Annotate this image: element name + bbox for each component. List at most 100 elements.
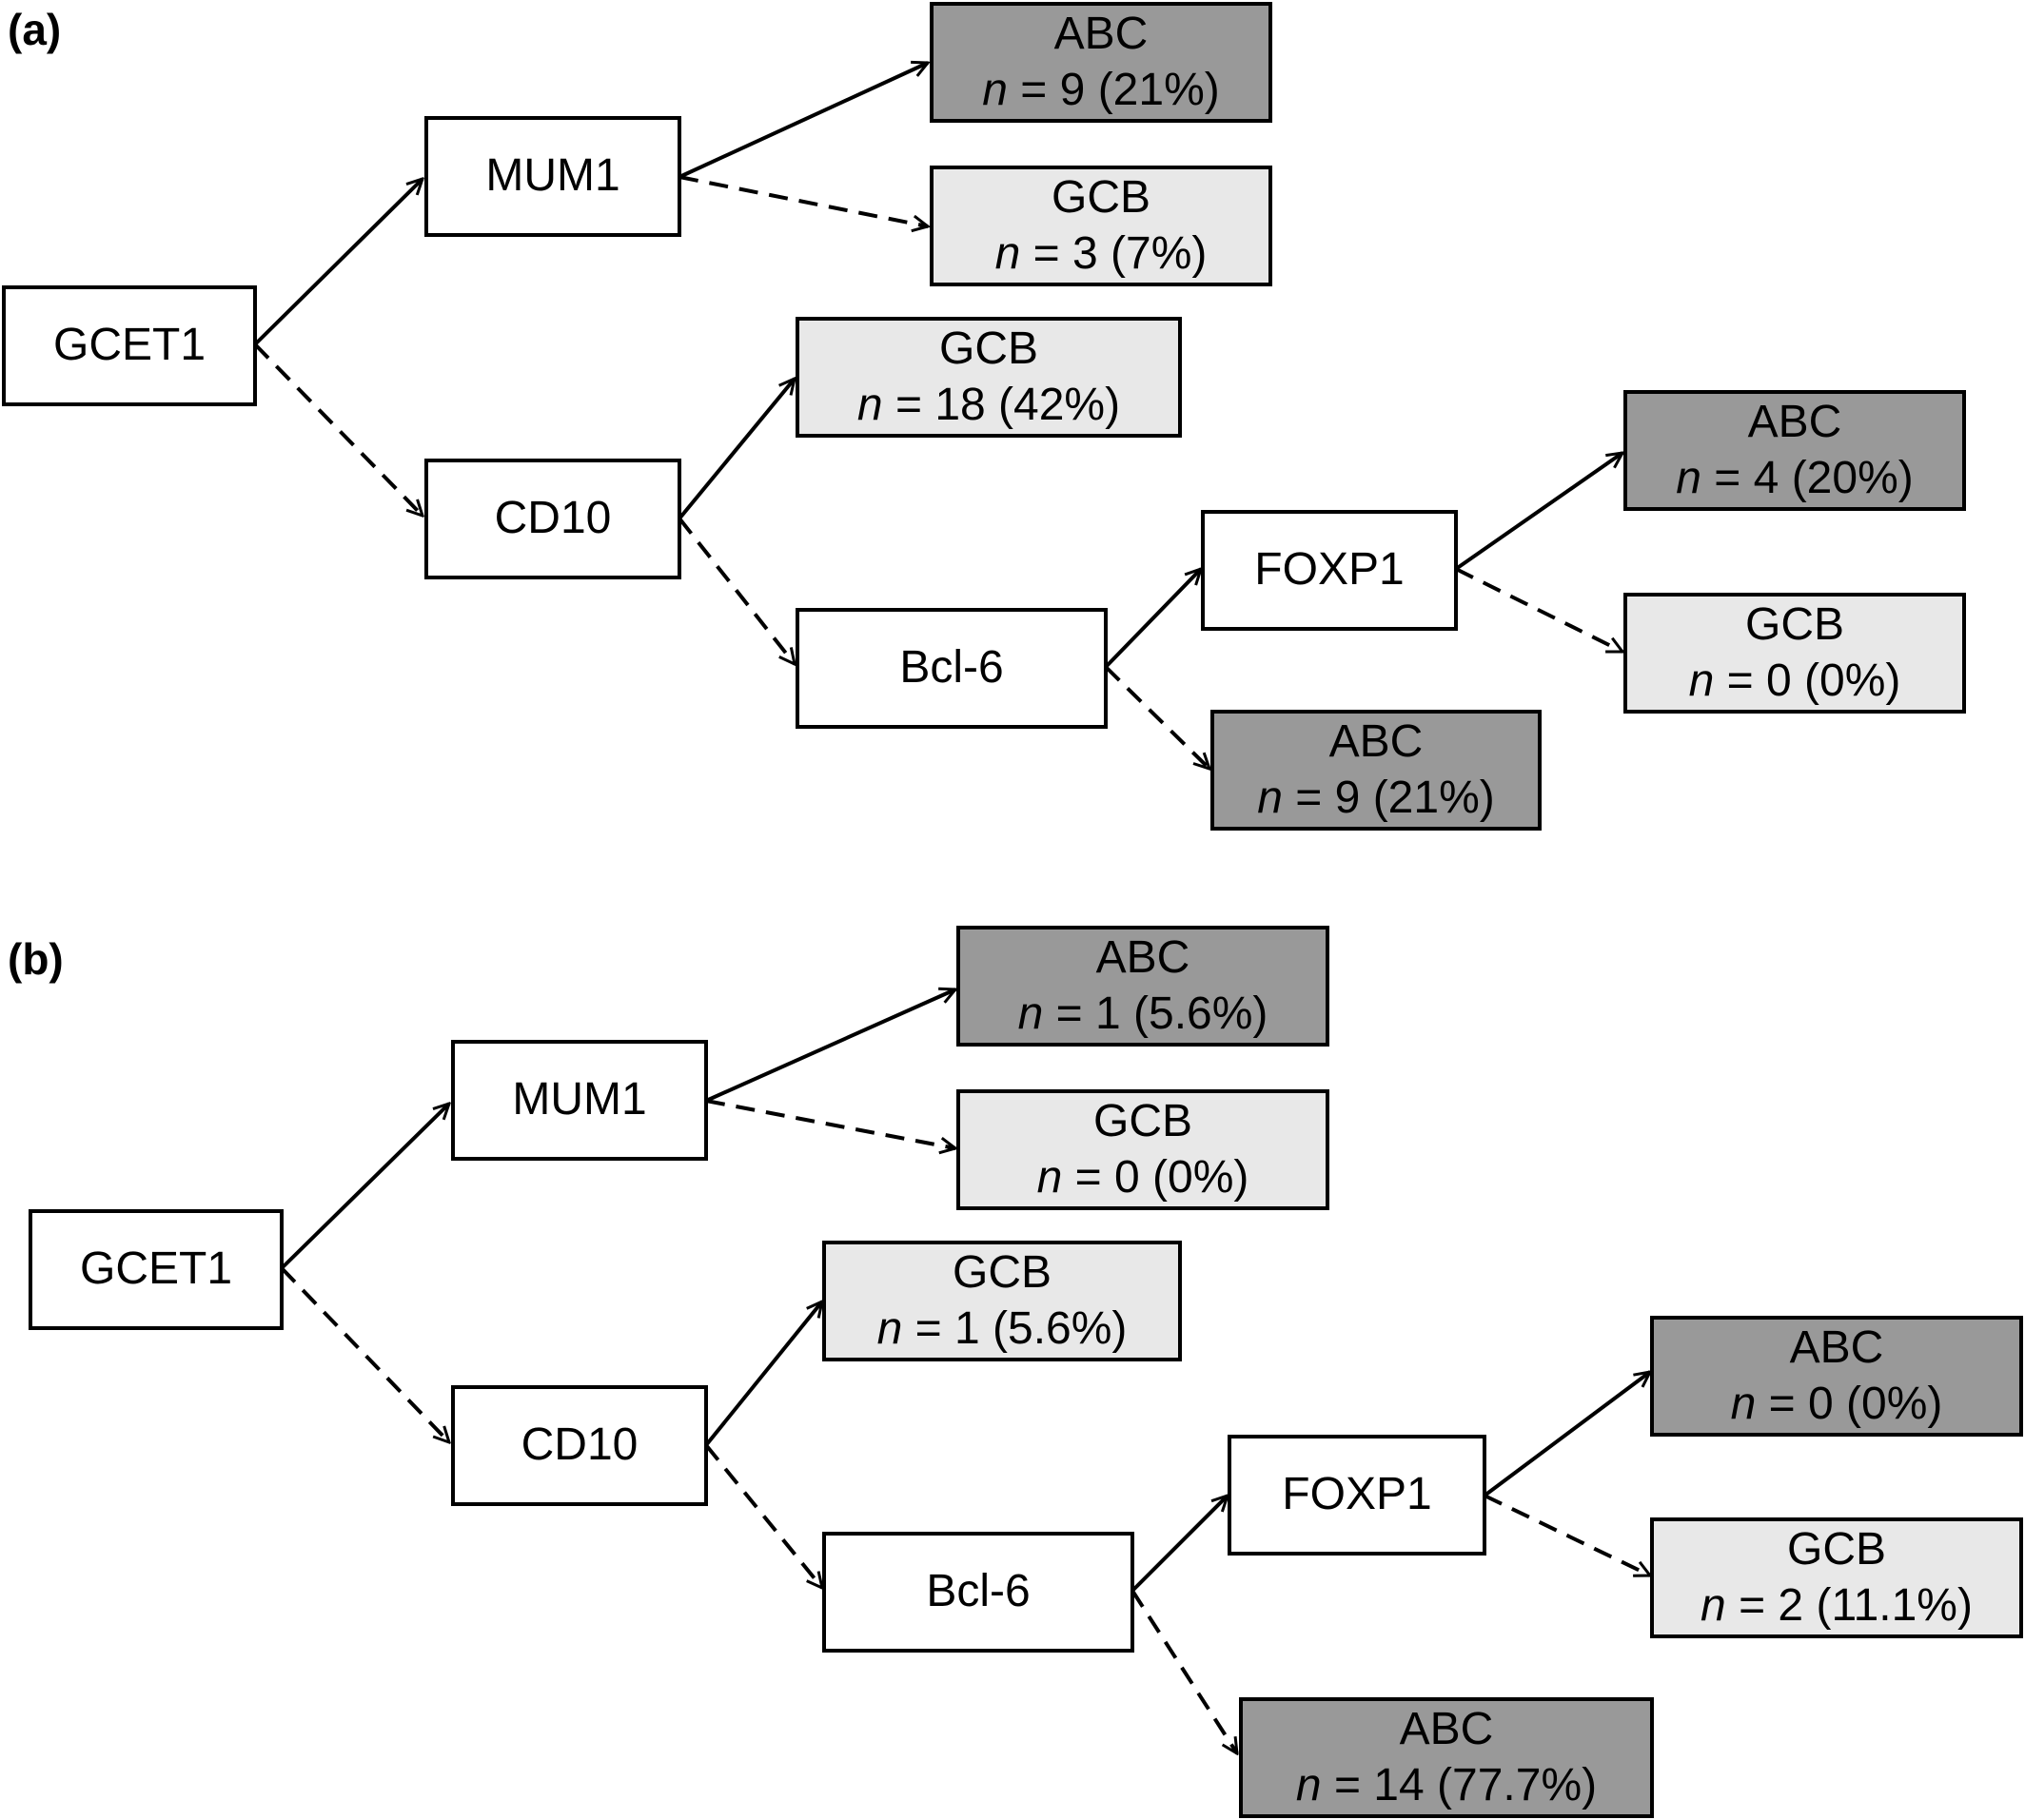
count-line: n = 0 (0%) (1731, 1377, 1943, 1433)
n-symbol: n (1688, 655, 1715, 706)
n-symbol: n (1676, 452, 1701, 503)
count-value: = 1 (5.6%) (914, 1302, 1128, 1354)
count-line: n = 1 (5.6%) (877, 1301, 1128, 1358)
bcl6-negative-abc-node: ABC n = 14 (77.7%) (1239, 1697, 1654, 1818)
node-label: Bcl-6 (926, 1566, 1031, 1617)
n-symbol: n (1295, 1759, 1322, 1810)
subtype-label: ABC (1399, 1703, 1494, 1754)
subtype-label: GCB (1786, 1523, 1886, 1575)
subtype-label: ABC (1053, 8, 1149, 59)
arrow-gcet1-to-cd10 (253, 342, 423, 516)
foxp1-negative-gcb-node: GCB n = 0 (0%) (1623, 593, 1966, 714)
count-line: n = 4 (20%) (1676, 451, 1913, 507)
n-symbol: n (1701, 1579, 1726, 1631)
arrow-cd10-to-gcb (678, 379, 795, 520)
gcet1-node: GCET1 (2, 285, 257, 406)
subtype-label: ABC (1095, 931, 1190, 983)
arrow-mum1-to-abc (705, 989, 955, 1103)
count-value: = 3 (7%) (1032, 227, 1208, 279)
bcl6-node: Bcl-6 (822, 1532, 1134, 1653)
mum1-positive-abc-node: ABC n = 9 (21%) (930, 2, 1272, 123)
n-symbol: n (1017, 988, 1044, 1039)
arrow-mum1-to-abc (678, 63, 928, 179)
count-line: n = 2 (11.1%) (1701, 1578, 1973, 1634)
count-value: = 0 (0%) (1074, 1151, 1249, 1203)
n-symbol: n (994, 227, 1021, 279)
mum1-negative-gcb-node: GCB n = 3 (7%) (930, 166, 1272, 286)
arrow-gcet1-to-mum1 (280, 1104, 449, 1270)
count-line: n = 0 (0%) (1037, 1150, 1249, 1206)
node-label: CD10 (494, 493, 612, 544)
subtype-label: ABC (1789, 1321, 1884, 1373)
count-line: n = 3 (7%) (995, 226, 1208, 283)
count-line: n = 9 (21%) (982, 63, 1219, 119)
bcl6-node: Bcl-6 (796, 608, 1108, 729)
count-value: = 18 (42%) (895, 379, 1121, 430)
subtype-label: GCB (1092, 1095, 1192, 1146)
panel-label: (b) (8, 934, 64, 984)
cd10-positive-gcb-node: GCB n = 1 (5.6%) (822, 1241, 1182, 1361)
count-line: n = 1 (5.6%) (1018, 987, 1268, 1043)
node-label: FOXP1 (1282, 1469, 1432, 1520)
count-value: = 4 (20%) (1714, 452, 1914, 503)
node-label: FOXP1 (1254, 544, 1405, 596)
arrow-foxp1-to-gcb (1484, 1494, 1650, 1577)
n-symbol: n (856, 379, 883, 430)
count-line: n = 18 (42%) (857, 378, 1120, 434)
panel-a-connectors (253, 63, 1622, 769)
arrow-foxp1-to-abc (1454, 453, 1622, 571)
arrow-foxp1-to-gcb (1455, 567, 1622, 654)
foxp1-positive-abc-node: ABC n = 4 (20%) (1623, 390, 1966, 511)
node-label: Bcl-6 (899, 642, 1004, 694)
node-label: GCET1 (52, 320, 206, 371)
arrow-gcet1-to-mum1 (253, 179, 423, 346)
subtype-label: GCB (938, 323, 1038, 374)
arrow-cd10-to-gcb (704, 1301, 822, 1447)
count-line: n = 14 (77.7%) (1296, 1758, 1597, 1814)
cd10-positive-gcb-node: GCB n = 18 (42%) (796, 317, 1182, 438)
arrow-mum1-to-gcb (705, 1099, 955, 1148)
subtype-label: GCB (1744, 598, 1844, 650)
subtype-label: ABC (1328, 715, 1424, 767)
n-symbol: n (982, 64, 1008, 115)
count-value: = 2 (11.1%) (1739, 1579, 1973, 1631)
n-symbol: n (1036, 1151, 1063, 1203)
count-value: = 9 (21%) (1295, 772, 1495, 823)
node-label: GCET1 (79, 1243, 233, 1295)
subtype-label: ABC (1747, 396, 1842, 447)
mum1-positive-abc-node: ABC n = 1 (5.6%) (956, 926, 1329, 1047)
count-value: = 1 (5.6%) (1055, 988, 1268, 1039)
foxp1-node: FOXP1 (1201, 510, 1458, 631)
foxp1-negative-gcb-node: GCB n = 2 (11.1%) (1650, 1517, 2023, 1638)
mum1-node: MUM1 (424, 116, 681, 237)
count-value: = 0 (0%) (1726, 655, 1901, 706)
foxp1-node: FOXP1 (1228, 1435, 1486, 1556)
arrow-bcl6-to-abc (1104, 665, 1209, 769)
arrow-bcl6-to-foxp1 (1104, 569, 1201, 669)
count-line: n = 9 (21%) (1257, 771, 1494, 827)
arrow-bcl6-to-foxp1 (1130, 1496, 1228, 1593)
n-symbol: n (876, 1302, 903, 1354)
count-value: = 14 (77.7%) (1333, 1759, 1598, 1810)
panel-b-connectors (280, 989, 1650, 1753)
n-symbol: n (1257, 772, 1283, 823)
arrow-cd10-to-bcl6 (678, 517, 795, 664)
gcet1-node: GCET1 (29, 1209, 284, 1330)
mum1-node: MUM1 (451, 1040, 708, 1161)
arrow-gcet1-to-cd10 (280, 1266, 449, 1442)
node-label: MUM1 (512, 1074, 647, 1125)
count-line: n = 0 (0%) (1689, 654, 1901, 710)
arrow-bcl6-to-abc (1130, 1589, 1237, 1753)
subtype-label: GCB (1051, 171, 1150, 223)
mum1-negative-gcb-node: GCB n = 0 (0%) (956, 1089, 1329, 1210)
count-value: = 9 (21%) (1020, 64, 1220, 115)
subtype-label: GCB (952, 1246, 1052, 1298)
n-symbol: n (1730, 1378, 1757, 1429)
arrow-foxp1-to-abc (1483, 1372, 1650, 1497)
panel-label: (a) (8, 5, 62, 54)
cd10-node: CD10 (451, 1385, 708, 1506)
arrow-mum1-to-gcb (678, 175, 928, 226)
node-label: CD10 (521, 1419, 639, 1471)
node-label: MUM1 (485, 150, 620, 202)
